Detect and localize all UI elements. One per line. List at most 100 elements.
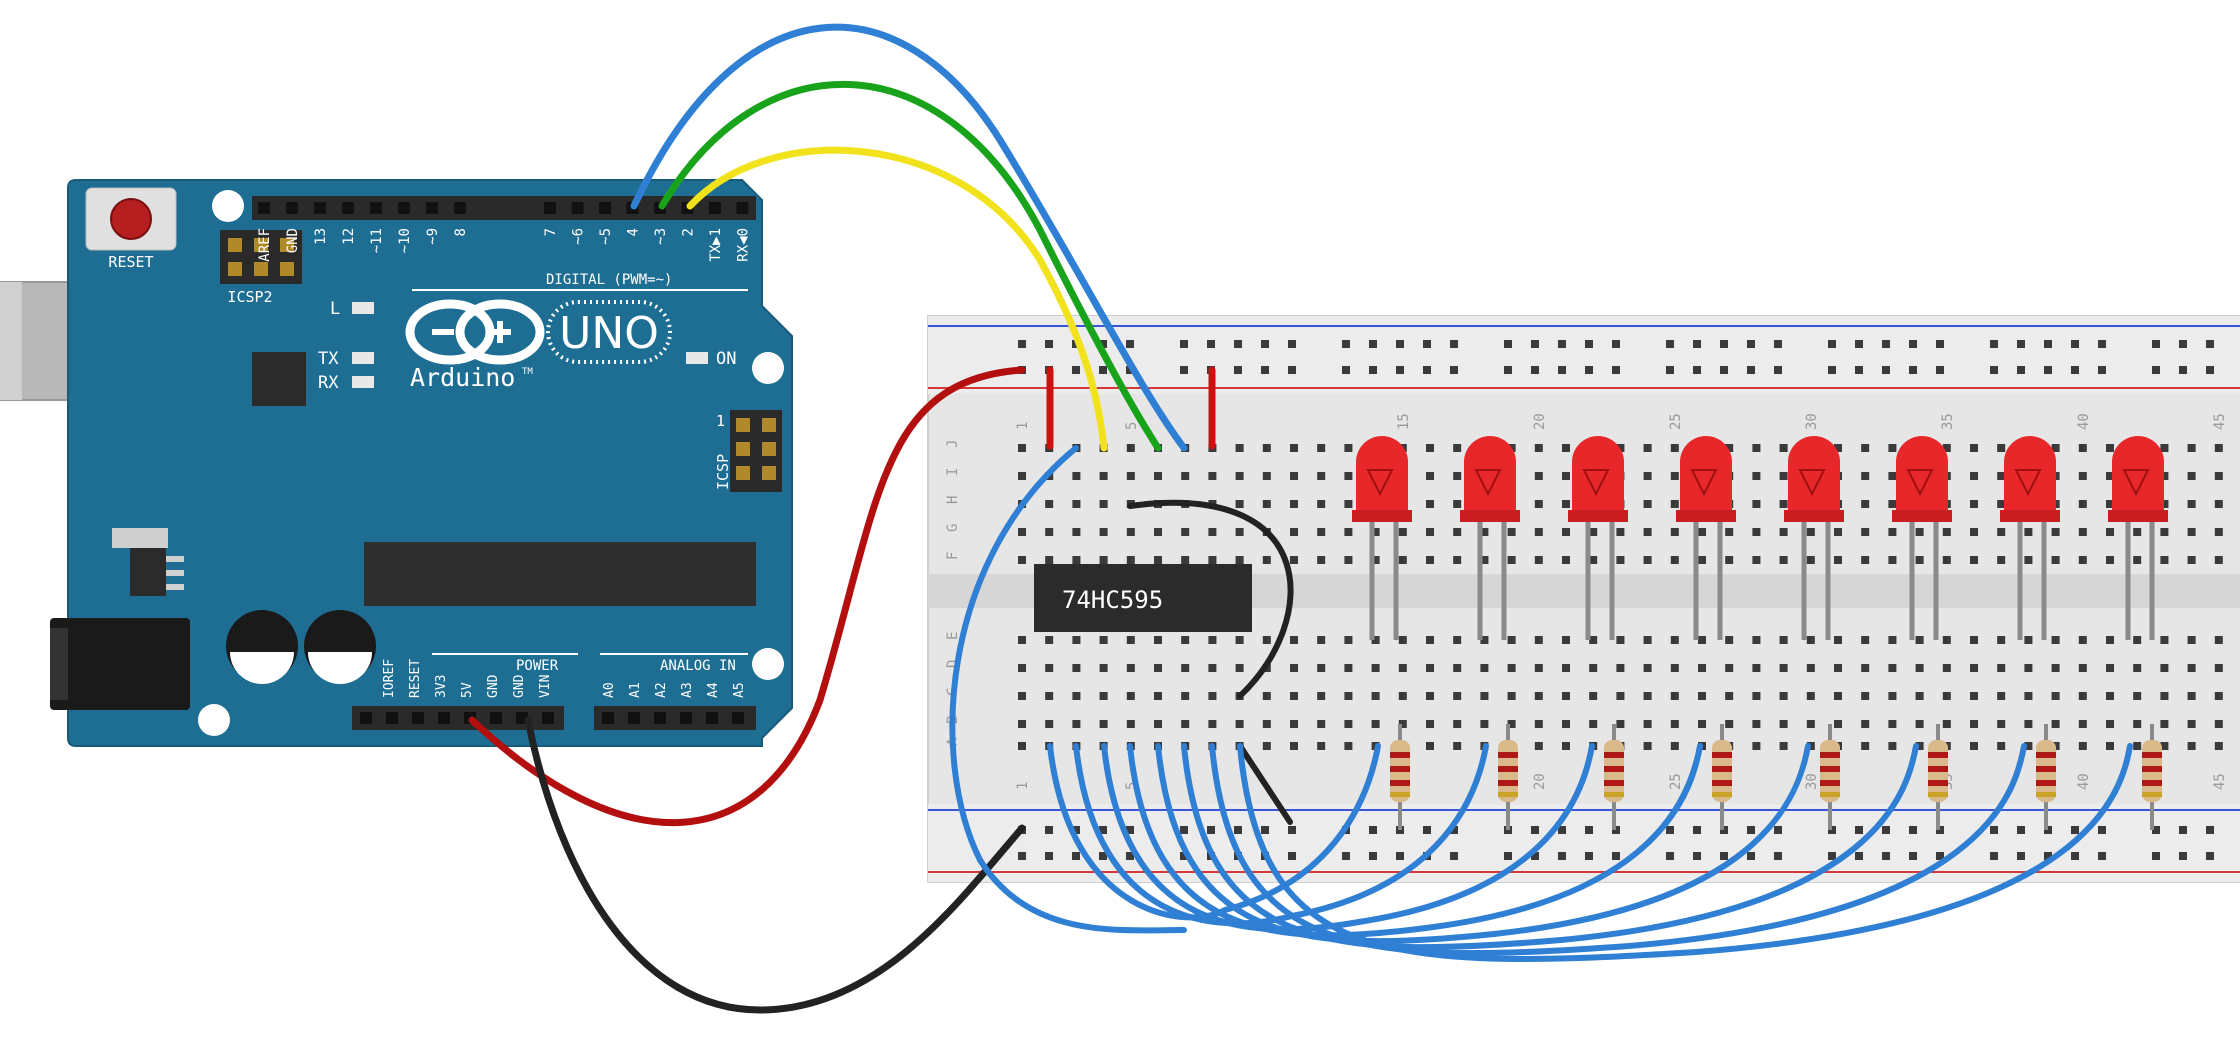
top-power-rail (928, 316, 2240, 394)
rail-hole (1423, 366, 1431, 374)
breadboard-hole (1235, 444, 1244, 452)
header-pin (426, 202, 438, 214)
breadboard-hole (1670, 528, 1679, 536)
breadboard-hole (1290, 720, 1298, 728)
signal-wire (949, 445, 1187, 934)
breadboard-hole (2106, 664, 2114, 672)
breadboard-hole (1861, 664, 1870, 672)
resistor (1604, 724, 1624, 830)
breadboard-hole (1262, 636, 1271, 644)
rail-hole (1747, 340, 1755, 348)
rail-hole (1720, 366, 1728, 374)
breadboard-hole (2078, 556, 2087, 564)
rail-hole (2179, 826, 2187, 834)
breadboard-hole (2214, 500, 2223, 508)
atmega-chip (364, 542, 756, 606)
breadboard-hole (1181, 636, 1190, 644)
breadboard-hole (1344, 528, 1353, 536)
breadboard-hole (1698, 636, 1706, 644)
rail-hole (1774, 340, 1782, 348)
breadboard-hole (2187, 444, 2196, 452)
bottom-power-rail (928, 804, 2240, 882)
breadboard-hole (1154, 720, 1162, 728)
reset-button-cap[interactable] (110, 198, 152, 240)
breadboard-hole (1344, 444, 1353, 452)
led (1892, 436, 1952, 640)
led (1784, 436, 1844, 640)
breadboard-hole (1534, 636, 1543, 644)
column-number-bottom: 5 (1124, 782, 1140, 790)
breadboard-hole (2024, 556, 2033, 564)
breadboard-hole (2133, 664, 2142, 672)
rail-hole (1882, 852, 1890, 860)
breadboard-hole (1997, 636, 2006, 644)
breadboard-hole (1861, 556, 1870, 564)
breadboard-hole (1099, 720, 1108, 728)
analog-pin-label: A1 (628, 682, 643, 698)
breadboard-hole (1562, 742, 1570, 750)
breadboard-hole (1562, 472, 1570, 480)
breadboard-hole (1154, 556, 1162, 564)
led-group (1352, 436, 2168, 640)
rail-hole (1234, 340, 1242, 348)
breadboard-hole (2078, 528, 2087, 536)
breadboard-hole (2187, 664, 2196, 672)
breadboard-hole (1616, 444, 1625, 452)
rail-hole (1936, 366, 1944, 374)
breadboard-hole (1915, 742, 1924, 750)
breadboard-hole (1562, 444, 1570, 452)
breadboard-hole (2078, 742, 2087, 750)
breadboard-hole (2214, 444, 2223, 452)
breadboard-hole (1344, 636, 1353, 644)
icsp-label: ICSP (714, 454, 732, 490)
header-pin (654, 712, 666, 724)
breadboard-hole (1562, 556, 1570, 564)
signal-wire (1101, 743, 1595, 933)
rail-hole (1828, 852, 1836, 860)
breadboard-hole (1997, 742, 2006, 750)
breadboard-hole (1262, 692, 1271, 700)
breadboard-hole (1154, 664, 1162, 672)
breadboard-hole (1045, 692, 1054, 700)
rail-hole (1234, 826, 1242, 834)
breadboard-hole (1126, 528, 1135, 536)
header-pin (680, 712, 692, 724)
regulator-tab (112, 528, 168, 548)
signal-wire (1155, 743, 1811, 945)
breadboard-hole (1752, 742, 1761, 750)
breadboard-hole (1616, 528, 1625, 536)
column-number: 20 (1532, 413, 1548, 430)
breadboard-hole (1181, 720, 1190, 728)
breadboard-hole (1725, 636, 1734, 644)
column-number: 35 (1940, 413, 1956, 430)
breadboard-hole (1698, 528, 1706, 536)
breadboard-hole (1888, 692, 1897, 700)
rail-hole (1585, 852, 1593, 860)
rail-hole (1666, 826, 1674, 834)
resistor (1820, 724, 1840, 830)
mount-hole (752, 352, 784, 384)
breadboard-hole (1371, 556, 1380, 564)
breadboard-hole (1426, 664, 1434, 672)
rail-hole (1180, 340, 1188, 348)
breadboard-hole (1942, 636, 1951, 644)
breadboard-hole (1235, 664, 1244, 672)
row-letter: H (945, 496, 961, 504)
breadboard-hole (1534, 528, 1543, 536)
breadboard-hole (1752, 528, 1761, 536)
rail-hole (1774, 852, 1782, 860)
icsp-pin1-label: 1 (716, 412, 725, 430)
breadboard-hole (1208, 556, 1217, 564)
power-pin-label: RESET (408, 659, 423, 698)
breadboard-hole (2078, 720, 2087, 728)
breadboard-hole (2160, 636, 2169, 644)
breadboard-hole (1779, 636, 1788, 644)
rail-hole (1693, 340, 1701, 348)
breadboard-hole (2187, 720, 2196, 728)
column-number-bottom: 45 (2212, 773, 2228, 790)
chip-label: 74HC595 (1062, 586, 1163, 614)
breadboard-hole (1725, 444, 1734, 452)
breadboard-hole (2187, 472, 2196, 480)
breadboard-hole (2214, 556, 2223, 564)
rail-hole (2152, 340, 2160, 348)
